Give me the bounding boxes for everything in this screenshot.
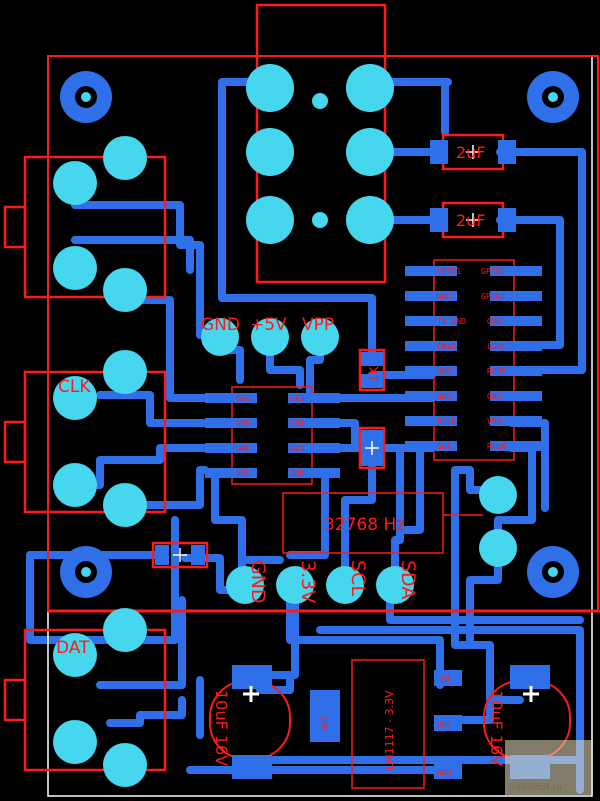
ic-right-labels: GPIO1 GND TX GND FMIN GND GND SCLK SDA G… [437,267,506,451]
ecap-left-label: 10uF 16V [212,690,231,766]
ic-left-pin-7: GP4 [290,419,305,428]
ic-right-pin-l7: SCLK [437,417,456,426]
cap3-outline [358,426,386,470]
ic-right-pin-r7: VDD [487,417,502,426]
res-outline [358,348,386,392]
ic-left-pin-2: GP1 [236,419,251,428]
ic-left-pin-3: GP0 [236,444,251,453]
ic-right-pin-r1: GPIO2 [481,267,505,276]
watermark-text: radiohot.ru [512,783,562,793]
cap4-outline [151,541,209,569]
ic-right-pin-r8: RCLK [487,442,506,451]
ic-left-pin-1: GP2 [236,394,251,403]
ic-right-pin-l8: SDA [437,442,452,451]
regulator-pin-out: OUT [437,720,452,729]
crystal-outline [282,492,444,554]
ic-right-pin-l1: GPIO1 [437,267,461,276]
ic-right-outline [433,259,515,461]
header-label-sda: SDA [397,560,419,599]
header-label-gnd: GND [247,560,269,604]
label-vpp: VPP [302,315,334,335]
small-vias [312,93,328,228]
ic-left-pin-8: GP3 [290,394,305,403]
header-label-3v3: 3.3V [297,560,319,603]
ic-left-pin-4: VSS [236,469,251,478]
label-cap2: 2uF [456,211,486,230]
ic-left-labels: GP2 GP1 GP0 VSS GP3 GP4 GP5 VDD [236,394,305,478]
label-dat: DAT [56,638,90,658]
label-5v: +5V [250,315,287,335]
regulator-outline [351,659,425,789]
ic-right-pin-l5: GND [437,367,452,376]
ic-left-pin-5: VDD [290,469,305,478]
ic-right-pin-r6: GND [487,392,502,401]
regulator-label: LM1117 - 3.3V [383,690,396,770]
label-res: 1K [367,365,381,382]
regulator-tab-label: OUT [321,715,330,730]
label-cap1: 2uF [456,143,486,162]
ic-right-pin-l3: TX GND [437,317,466,326]
ic-right-pin-l6: GND [437,392,452,401]
ic-right-pin-r4: LOUT [487,342,506,351]
label-clk: CLK [58,377,91,397]
silkscreen-marks [173,145,480,562]
regulator-pin-gnd: GND [437,768,452,777]
mounting-holes [60,71,579,598]
ic-right-pin-r3: GND [487,317,502,326]
smd-pads [155,140,550,779]
regulator-pin-in: IN [440,675,450,684]
header-label-scl: SCL [347,560,369,596]
ecap-right-label: 10uF 16V [487,690,506,766]
ic-right-pin-l4: FMIN [437,342,456,351]
ic-right-pin-l2: GND [437,292,452,301]
label-crystal: 32768 Hz [324,515,405,535]
polarity-marks [243,686,539,702]
ic-left-outline [231,386,313,485]
ic-right-pin-r2: GPIO3 [481,292,505,301]
through-hole-pads [53,64,517,787]
watermark: radiohot.ru [505,740,593,795]
ic-left-pin-6: GP5 [290,444,305,453]
label-gnd: GND [201,315,240,335]
ic-right-pin-r5: ROUT [487,367,506,376]
